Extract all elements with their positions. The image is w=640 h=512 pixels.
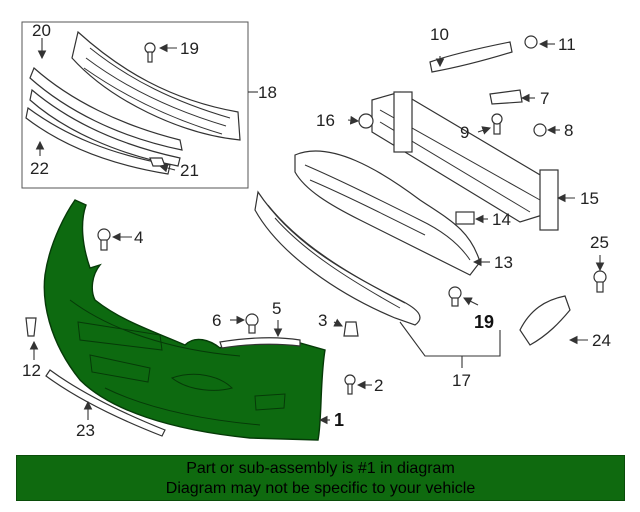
energy-absorber-13	[294, 150, 481, 276]
callout-24: 24	[592, 331, 611, 350]
banner-line-1: Part or sub-assembly is #1 in diagram	[186, 460, 455, 477]
callout-6: 6	[212, 311, 221, 330]
callout-15: 15	[580, 189, 599, 208]
parts-diagram: 19 20 18 21 22 4 6 5 3 2 1 12 23 10 11 7…	[21, 21, 611, 441]
info-banner: Part or sub-assembly is #1 in diagram Di…	[16, 455, 625, 501]
callout-22: 22	[30, 159, 49, 178]
callout-21: 21	[180, 161, 199, 180]
callout-1: 1	[334, 410, 344, 430]
reinforcement-beam-15	[371, 91, 559, 231]
callout-8: 8	[564, 121, 573, 140]
callout-5: 5	[272, 299, 281, 318]
lower-grille-frame	[254, 190, 421, 326]
callout-11: 11	[558, 35, 576, 54]
lower-molding-23	[45, 369, 166, 437]
callout-2: 2	[374, 376, 383, 395]
callout-18: 18	[258, 83, 277, 102]
callout-25: 25	[590, 233, 609, 252]
callout-13: 13	[494, 253, 513, 272]
banner-line-2: Diagram may not be specific to your vehi…	[165, 480, 476, 497]
leader-lines	[29, 38, 605, 425]
callout-17: 17	[452, 371, 471, 390]
callout-12: 12	[22, 361, 41, 380]
grille-inset-box	[21, 21, 249, 189]
callout-16: 16	[316, 111, 335, 130]
callout-20: 20	[32, 21, 51, 40]
callout-labels: 19 20 18 21 22 4 6 5 3 2 1 12 23 10 11 7…	[22, 21, 611, 440]
callout-23: 23	[76, 421, 95, 440]
hardware	[25, 35, 607, 395]
callout-4: 4	[134, 228, 143, 247]
callout-10: 10	[430, 25, 449, 44]
callout-7: 7	[540, 89, 549, 108]
callout-9: 9	[460, 123, 469, 142]
fog-strip-5	[219, 337, 301, 349]
callout-14: 14	[492, 210, 511, 229]
callout-19-top: 19	[180, 39, 199, 58]
callout-19-right: 19	[474, 312, 494, 332]
callout-3: 3	[318, 311, 327, 330]
fog-cover-24	[519, 295, 571, 346]
